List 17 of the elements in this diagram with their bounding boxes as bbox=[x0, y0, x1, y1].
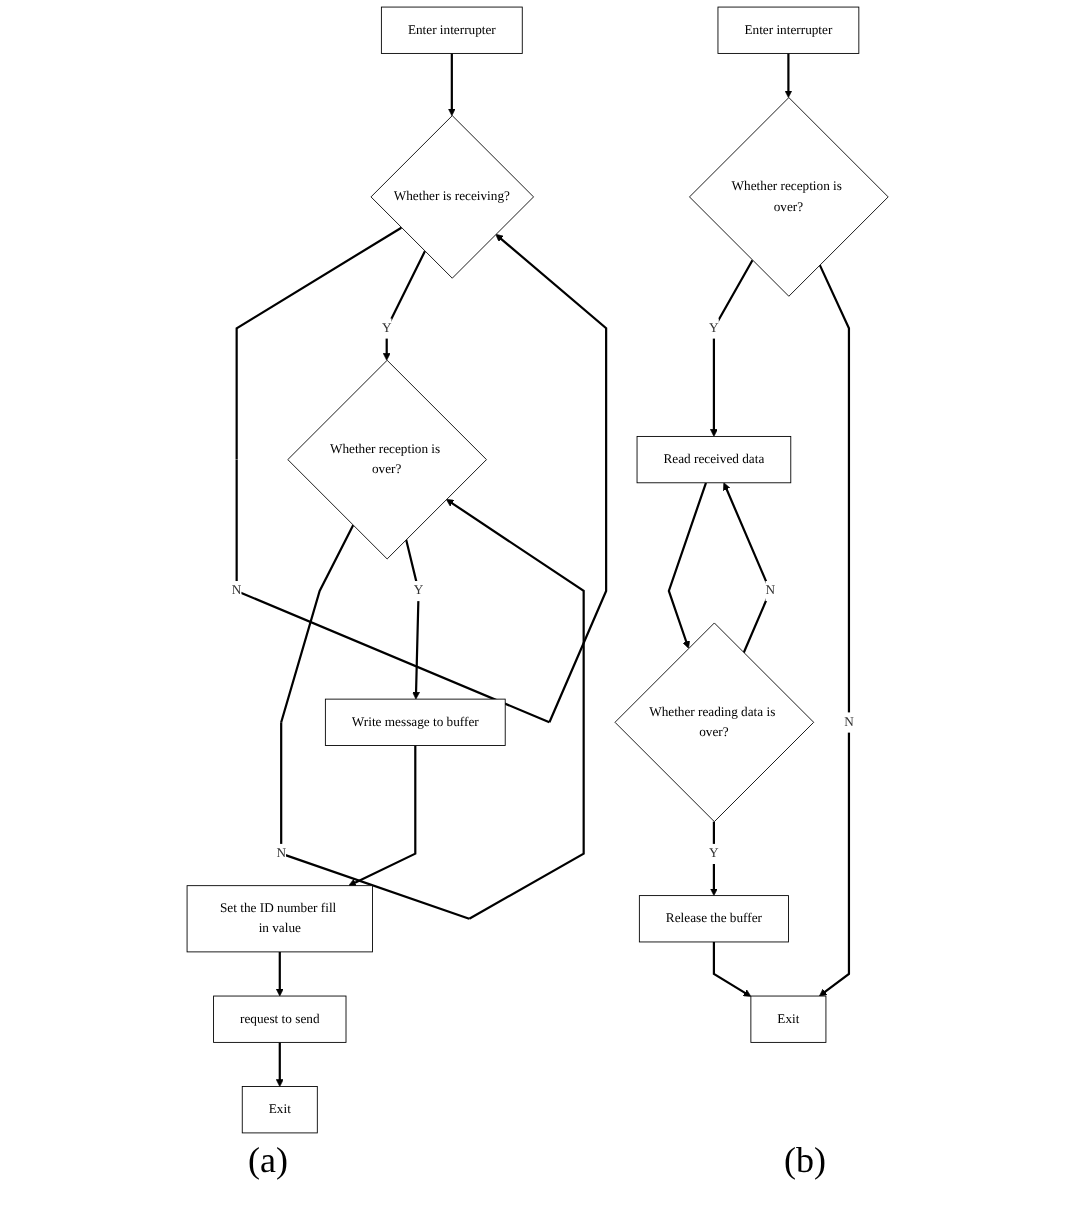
arrow bbox=[722, 482, 771, 654]
caption-label: (a) bbox=[248, 1140, 288, 1182]
arrow bbox=[667, 482, 707, 649]
arrow bbox=[275, 1042, 284, 1087]
arrow bbox=[709, 259, 753, 437]
arrow bbox=[783, 53, 792, 98]
arrow bbox=[382, 250, 426, 361]
arrow bbox=[404, 539, 420, 700]
arrow bbox=[712, 941, 751, 997]
arrow bbox=[234, 226, 607, 724]
caption-label: (b) bbox=[783, 1140, 826, 1182]
arrow bbox=[818, 264, 850, 997]
arrow bbox=[279, 499, 585, 920]
arrow bbox=[709, 821, 718, 896]
arrow bbox=[447, 53, 456, 116]
arrow bbox=[275, 951, 284, 997]
arrow bbox=[347, 745, 416, 887]
